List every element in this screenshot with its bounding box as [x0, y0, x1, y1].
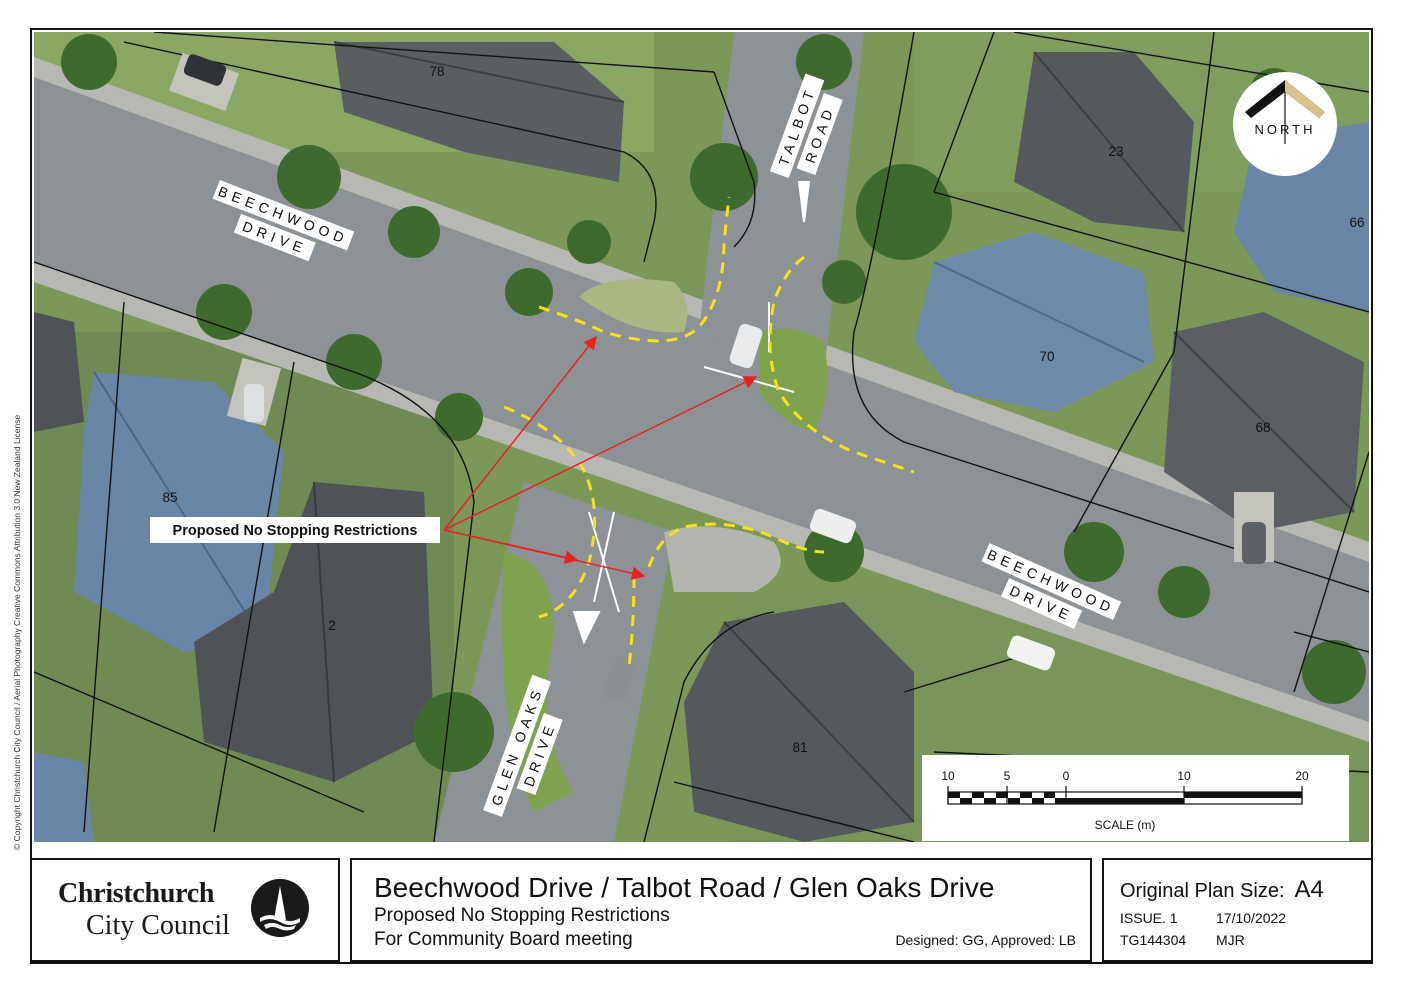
- plan-title: Beechwood Drive / Talbot Road / Glen Oak…: [374, 872, 995, 903]
- logo-line1: Christchurch: [58, 878, 215, 909]
- logo-line2: City Council: [86, 910, 230, 941]
- scale-tick-label: 5: [1004, 769, 1011, 783]
- property-number: 68: [1255, 420, 1270, 435]
- scale-tick-label: 10: [941, 769, 955, 783]
- house-81: [684, 602, 915, 842]
- property-boundaries: [34, 32, 1369, 842]
- scale-tick-label: 0: [1063, 769, 1070, 783]
- trees: [61, 34, 1366, 772]
- drawing-number: TG144304: [1120, 932, 1187, 948]
- grass-verge: [759, 328, 828, 432]
- callout-box: [150, 517, 440, 543]
- designed-approved: Designed: GG, Approved: LB: [895, 932, 1076, 948]
- scale-tick-label: 20: [1295, 769, 1309, 783]
- parked-cars: [183, 54, 1266, 702]
- property-number: 81: [792, 740, 807, 755]
- plan-purpose: For Community Board meeting: [374, 929, 633, 950]
- house-23: [1014, 51, 1194, 233]
- house-78: [333, 41, 625, 182]
- house-70: [914, 232, 1154, 412]
- issue-date: 17/10/2022: [1216, 910, 1287, 926]
- no-stopping-lines: [503, 196, 915, 668]
- house-68: [1164, 312, 1364, 532]
- grass-verge: [579, 279, 688, 333]
- aerial-map: Proposed No Stopping Restrictions BEECHW…: [34, 32, 1369, 842]
- north-label: NORTH: [1255, 122, 1316, 137]
- plan-size-label: Original Plan Size:: [1120, 880, 1285, 902]
- callout-text: Proposed No Stopping Restrictions: [173, 523, 418, 539]
- council-logo: Christchurch City Council: [58, 880, 230, 940]
- plan-size: Original Plan Size: A4: [1120, 876, 1324, 904]
- plan-size-value: A4: [1294, 876, 1324, 903]
- copyright-note: © Copyright Christchurch City Council / …: [12, 414, 22, 850]
- logo-panel: Christchurch City Council: [30, 858, 340, 962]
- paved-island: [664, 526, 781, 592]
- house-85: [74, 371, 284, 652]
- callout-arrows: [443, 335, 758, 580]
- scale-bar: 10 5 0 10 20 SCALE (m): [922, 755, 1349, 841]
- scale-label: SCALE (m): [1095, 818, 1156, 832]
- north-arrow: NORTH: [1233, 72, 1337, 176]
- property-number: 23: [1108, 144, 1123, 159]
- cathedral-emblem-icon: [251, 879, 309, 937]
- footpath: [34, 57, 1369, 562]
- aerial-map-svg: Proposed No Stopping Restrictions BEECHW…: [34, 32, 1369, 842]
- road-beechwood: [34, 77, 1369, 722]
- title-panel: Beechwood Drive / Talbot Road / Glen Oak…: [350, 858, 1092, 962]
- property-number: 66: [1349, 215, 1364, 230]
- road-glen-oaks: [434, 482, 674, 842]
- info-panel: Original Plan Size: A4 ISSUE. 1 17/10/202…: [1102, 858, 1373, 962]
- house-left-edge: [34, 312, 94, 842]
- plan-subtitle: Proposed No Stopping Restrictions: [374, 905, 670, 926]
- property-number: 2: [328, 618, 336, 633]
- property-number: 85: [162, 490, 177, 505]
- issue-number: ISSUE. 1: [1120, 910, 1178, 926]
- scale-tick-label: 10: [1177, 769, 1191, 783]
- property-numbers: 78 23 66 70 68 85 2 81: [162, 64, 1364, 755]
- property-number: 70: [1039, 349, 1054, 364]
- author-initials: MJR: [1216, 932, 1245, 948]
- property-number: 78: [429, 64, 444, 79]
